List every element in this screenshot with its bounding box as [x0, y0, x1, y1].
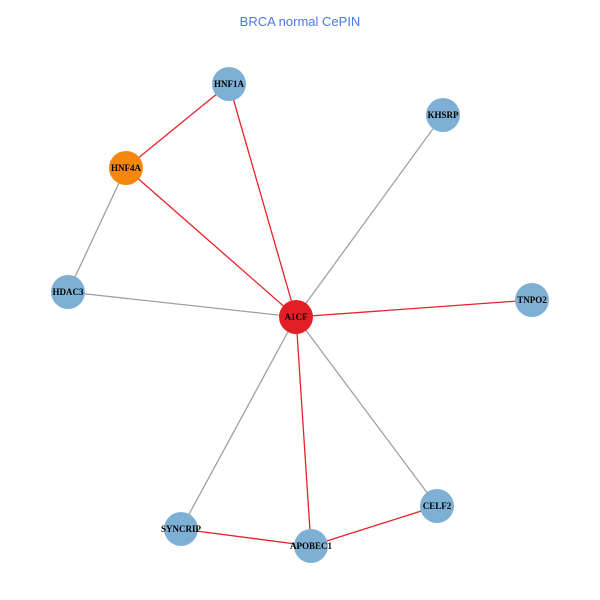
- node-celf2[interactable]: CELF2: [420, 489, 454, 523]
- node-khsrp[interactable]: KHSRP: [426, 98, 460, 132]
- node-circle[interactable]: [109, 151, 143, 185]
- node-label: TNPO2: [517, 295, 547, 305]
- node-label: HNF4A: [111, 163, 141, 173]
- node-label: HNF1A: [214, 79, 244, 89]
- node-circle[interactable]: [426, 98, 460, 132]
- node-hnf4a[interactable]: HNF4A: [109, 151, 143, 185]
- node-circle[interactable]: [164, 512, 198, 546]
- edge-a1cf-celf2: [295, 316, 438, 507]
- edge-hdac3-a1cf: [67, 291, 297, 318]
- edge-syncrip-apobec1: [180, 528, 312, 547]
- node-label: HDAC3: [53, 287, 84, 297]
- edges-layer: [67, 83, 533, 547]
- node-circle[interactable]: [294, 529, 328, 563]
- node-label: CELF2: [423, 501, 452, 511]
- node-label: APOBEC1: [290, 541, 333, 551]
- graph-title: BRCA normal CePIN: [240, 14, 361, 29]
- node-circle[interactable]: [212, 67, 246, 101]
- edge-a1cf-syncrip: [180, 316, 297, 530]
- edge-hnf4a-a1cf: [125, 167, 297, 318]
- node-hnf1a[interactable]: HNF1A: [212, 67, 246, 101]
- edge-a1cf-apobec1: [295, 316, 312, 547]
- node-circle[interactable]: [51, 275, 85, 309]
- node-label: A1CF: [285, 312, 308, 322]
- node-circle[interactable]: [420, 489, 454, 523]
- node-label: KHSRP: [427, 110, 459, 120]
- node-tnpo2[interactable]: TNPO2: [515, 283, 549, 317]
- edge-hnf4a-hdac3: [67, 167, 127, 293]
- node-hdac3[interactable]: HDAC3: [51, 275, 85, 309]
- node-syncrip[interactable]: SYNCRIP: [161, 512, 202, 546]
- edge-a1cf-tnpo2: [295, 299, 533, 318]
- node-apobec1[interactable]: APOBEC1: [290, 529, 333, 563]
- edge-khsrp-a1cf: [295, 114, 444, 318]
- edge-apobec1-celf2: [310, 505, 438, 547]
- node-circle[interactable]: [279, 300, 313, 334]
- edge-hnf1a-a1cf: [228, 83, 297, 318]
- node-label: SYNCRIP: [161, 524, 202, 534]
- node-circle[interactable]: [515, 283, 549, 317]
- edge-hnf1a-hnf4a: [125, 83, 230, 169]
- node-a1cf[interactable]: A1CF: [279, 300, 313, 334]
